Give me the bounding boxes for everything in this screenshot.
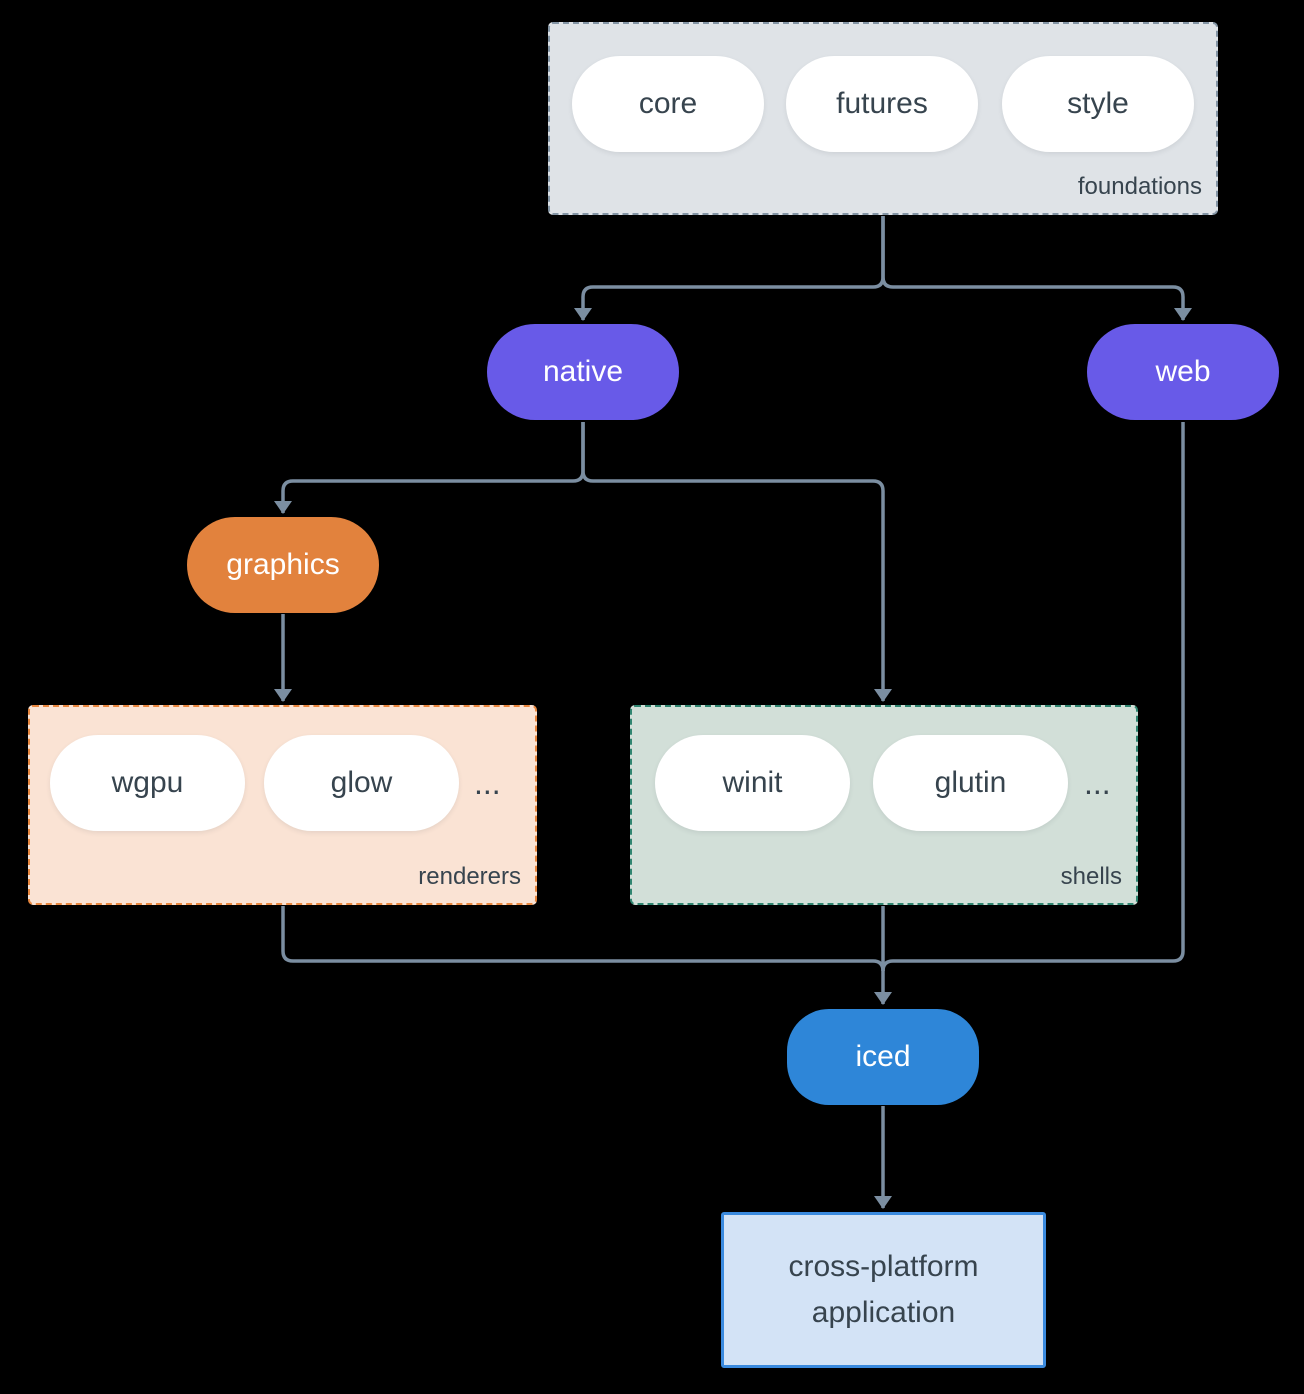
foundations-group: core futures style foundations [548,22,1218,215]
node-iced: iced [787,1009,979,1105]
edge-native-to-graphics [274,422,585,514]
edge-foundations-to-web [881,216,1192,321]
node-glow: glow [264,735,459,831]
node-futures: futures [786,56,978,152]
shells-group-label: shells [1060,863,1122,890]
foundations-group-label: foundations [1077,173,1202,200]
node-glutin: glutin [873,735,1068,831]
node-graphics: graphics [187,517,379,613]
application-label-line2: application [811,1296,956,1329]
edge-foundations-to-native [574,216,885,321]
node-winit: winit [655,735,850,831]
application-label-line1: cross-platform [788,1250,979,1283]
node-core: core [572,56,764,152]
renderers-group: wgpu glow ... renderers [28,705,537,905]
shells-ellipsis: ... [1084,764,1111,801]
node-native: native [487,324,679,420]
node-wgpu: wgpu [50,735,245,831]
application-box: cross-platform application [721,1212,1046,1368]
node-web: web [1087,324,1279,420]
renderers-group-label: renderers [418,863,521,890]
node-style: style [1002,56,1194,152]
renderers-ellipsis: ... [474,764,501,801]
edge-native-to-shells [581,422,892,702]
shells-group: winit glutin ... shells [630,705,1138,905]
edge-renderers-to-merge [281,906,885,972]
